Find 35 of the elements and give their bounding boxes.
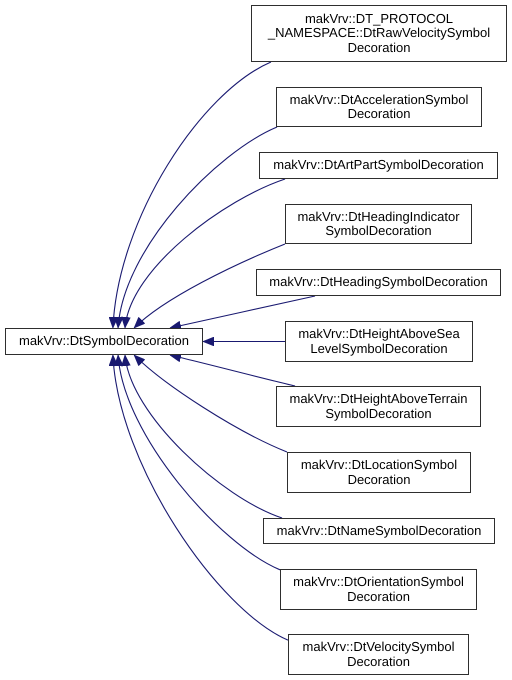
inheritance-arrow xyxy=(114,354,280,570)
class-name: makVrv::DtHeightAboveTerrain SymbolDecoration xyxy=(288,392,468,421)
inheritance-arrow xyxy=(134,244,286,328)
inheritance-arrow xyxy=(122,354,282,519)
class-box xyxy=(263,518,495,544)
class-name: makVrv::DtVelocitySymbol Decoration xyxy=(302,640,456,669)
class-box xyxy=(276,87,482,127)
class-name: makVrv::DtHeadingIndicator SymbolDecoration xyxy=(296,210,461,238)
inheritance-arrow xyxy=(134,354,288,452)
inheritance-arrow xyxy=(109,354,288,641)
class-box xyxy=(276,386,481,427)
class-name: makVrv::DtNameSymbolDecoration xyxy=(276,524,482,538)
class-name: makVrv::DtHeightAboveSea LevelSymbolDecoration xyxy=(297,327,461,356)
class-name: makVrv::DtSymbolDecoration xyxy=(18,334,189,349)
class-name: makVrv::DtLocationSymbol Decoration xyxy=(300,458,458,487)
class-box xyxy=(259,152,498,179)
class-box xyxy=(285,321,473,362)
inheritance-arrow xyxy=(202,336,285,346)
class-name: makVrv::DT_PROTOCOL _NAMESPACE::DtRawVelocitySymbol Decoration xyxy=(266,12,492,56)
class-box xyxy=(288,634,469,675)
inheritance-arrow xyxy=(122,178,286,328)
class-name: makVrv::DtArtPartSymbolDecoration xyxy=(273,158,484,173)
class-box xyxy=(256,269,501,296)
inheritance-arrow xyxy=(109,62,272,328)
inheritance-arrow xyxy=(114,126,278,328)
class-box xyxy=(5,328,203,355)
class-box xyxy=(251,5,507,62)
class-box xyxy=(287,452,471,493)
class-name: makVrv::DtAccelerationSymbol Decoration xyxy=(288,92,470,122)
class-name: makVrv::DtOrientationSymbol Decoration xyxy=(292,575,465,604)
class-name: makVrv::DtHeadingSymbolDecoration xyxy=(269,275,488,290)
inheritance-arrow xyxy=(170,352,296,387)
class-box xyxy=(285,204,472,244)
inheritance-arrow xyxy=(170,295,316,330)
class-box xyxy=(280,569,477,610)
